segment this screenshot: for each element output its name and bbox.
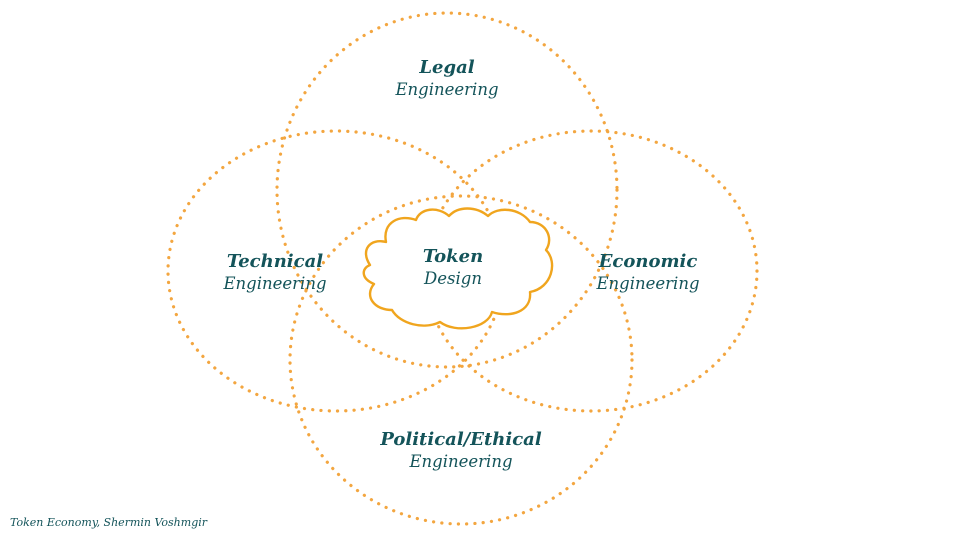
source-credit: Token Economy, Shermin Voshmgir	[10, 516, 208, 529]
legal-subtitle: Engineering	[395, 80, 499, 99]
legal-engineering-label: Legal Engineering	[395, 57, 498, 101]
token-design-cloud	[362, 207, 554, 330]
political-ethical-engineering-label: Political/Ethical Engineering	[380, 429, 541, 473]
token-title: Token	[422, 246, 484, 267]
token-subtitle: Design	[424, 269, 482, 288]
political-ring	[288, 194, 634, 526]
political-subtitle: Engineering	[409, 452, 513, 471]
legal-title: Legal	[419, 57, 475, 78]
economic-engineering-label: Economic Engineering	[596, 251, 699, 295]
technical-subtitle: Engineering	[223, 274, 327, 293]
economic-title: Economic	[598, 251, 698, 272]
legal-ring	[275, 11, 619, 369]
token-design-label: Token Design	[423, 246, 483, 290]
economic-subtitle: Engineering	[596, 274, 700, 293]
political-title: Political/Ethical	[380, 429, 542, 450]
technical-title: Technical	[226, 251, 324, 272]
technical-engineering-label: Technical Engineering	[223, 251, 326, 295]
